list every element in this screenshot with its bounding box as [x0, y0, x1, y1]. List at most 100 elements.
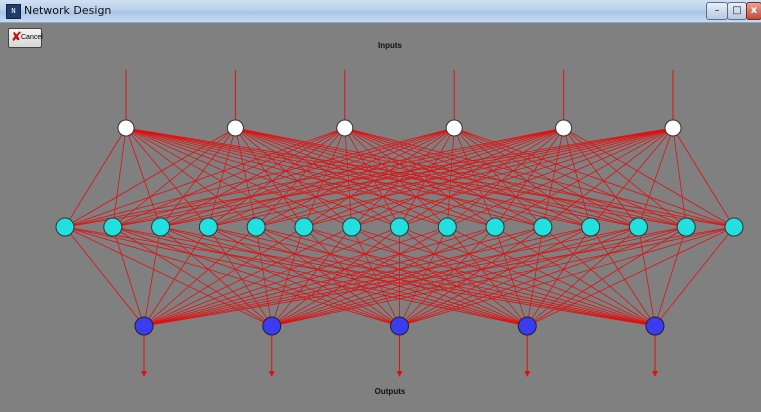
connection-line — [64, 226, 400, 327]
connection-line — [344, 127, 400, 228]
connection-line — [542, 127, 564, 228]
connection-line — [303, 127, 674, 228]
window-title: Network Design — [24, 4, 112, 17]
connection-line — [351, 127, 455, 228]
connection-line — [344, 127, 735, 228]
connection-line — [399, 127, 455, 228]
hidden-node — [198, 217, 218, 237]
connection-line — [235, 127, 735, 228]
connection-line — [271, 226, 496, 327]
connection-line — [399, 226, 496, 327]
connection-line — [494, 127, 674, 228]
output-node — [134, 316, 154, 336]
connection-line — [344, 127, 591, 228]
connection-line — [563, 127, 639, 228]
connection-line — [399, 226, 639, 327]
hidden-node — [55, 217, 75, 237]
connection-line — [143, 226, 735, 327]
connection-line — [447, 226, 656, 327]
connection-line — [64, 127, 564, 228]
connection-line — [125, 127, 400, 228]
connection-line — [208, 226, 400, 327]
connection-line — [160, 127, 674, 228]
connection-line — [453, 127, 544, 228]
connection-line — [112, 127, 345, 228]
connection-line — [271, 226, 448, 327]
connection-line — [447, 127, 564, 228]
title-bar[interactable]: N Network Design – □ x — [0, 0, 761, 23]
connection-line — [453, 127, 496, 228]
connection-line — [494, 226, 656, 327]
hidden-node — [676, 217, 696, 237]
connection-line — [399, 127, 564, 228]
connection-line — [399, 226, 448, 327]
connection-line — [125, 127, 639, 228]
connection-line — [235, 127, 305, 228]
hidden-node — [390, 217, 409, 237]
input-node — [664, 119, 682, 137]
hidden-node — [103, 217, 123, 237]
connection-line — [235, 127, 496, 228]
connection-line — [526, 226, 544, 327]
connection-line — [255, 127, 346, 228]
connection-line — [64, 127, 674, 228]
connection-line — [638, 226, 656, 327]
connection-line — [271, 226, 735, 327]
connection-line — [208, 127, 674, 228]
connection-line — [351, 226, 400, 327]
connection-line — [125, 127, 209, 228]
connection-line — [143, 226, 257, 327]
connection-line — [255, 226, 273, 327]
connection-line — [344, 127, 353, 228]
connection-line — [590, 226, 656, 327]
connection-line — [208, 127, 564, 228]
hidden-node — [628, 217, 648, 237]
connection-line — [235, 127, 591, 228]
close-button[interactable]: x — [746, 2, 761, 20]
connection-line — [64, 127, 236, 228]
connection-line — [303, 127, 455, 228]
connection-line — [125, 127, 448, 228]
connection-line — [271, 226, 305, 327]
connection-line — [112, 127, 564, 228]
connection-line — [125, 127, 257, 228]
connection-line — [563, 127, 592, 228]
connection-line — [235, 127, 687, 228]
connection-line — [125, 127, 543, 228]
connection-line — [143, 226, 687, 327]
connection-line — [143, 226, 400, 327]
input-node — [117, 119, 135, 137]
cancel-button[interactable]: ✘ Cancel — [8, 28, 43, 48]
connection-line — [271, 226, 591, 327]
connection-line — [112, 127, 127, 228]
output-node — [390, 316, 409, 336]
input-node — [226, 119, 244, 137]
connection-line — [112, 127, 455, 228]
connection-line — [143, 226, 352, 327]
connection-line — [271, 226, 639, 327]
connection-line — [399, 226, 735, 327]
connection-line — [271, 226, 687, 327]
connection-line — [446, 127, 455, 228]
connection-line — [64, 127, 455, 228]
connection-line — [125, 127, 591, 228]
connection-line — [125, 127, 735, 228]
connection-line — [235, 127, 400, 228]
connection-line — [208, 226, 273, 327]
connection-line — [446, 226, 528, 327]
connection-line — [351, 127, 674, 228]
connection-line — [303, 127, 346, 228]
connection-line — [351, 127, 564, 228]
connection-line — [256, 127, 674, 228]
cancel-label: Cancel — [21, 34, 43, 41]
input-node — [445, 119, 463, 137]
output-node — [645, 316, 665, 336]
connection-line — [303, 226, 400, 327]
connection-line — [235, 127, 352, 228]
connection-line — [125, 127, 496, 228]
connection-line — [399, 127, 674, 228]
connection-line — [494, 127, 564, 228]
hidden-node — [294, 217, 314, 237]
connection-line — [207, 127, 236, 228]
